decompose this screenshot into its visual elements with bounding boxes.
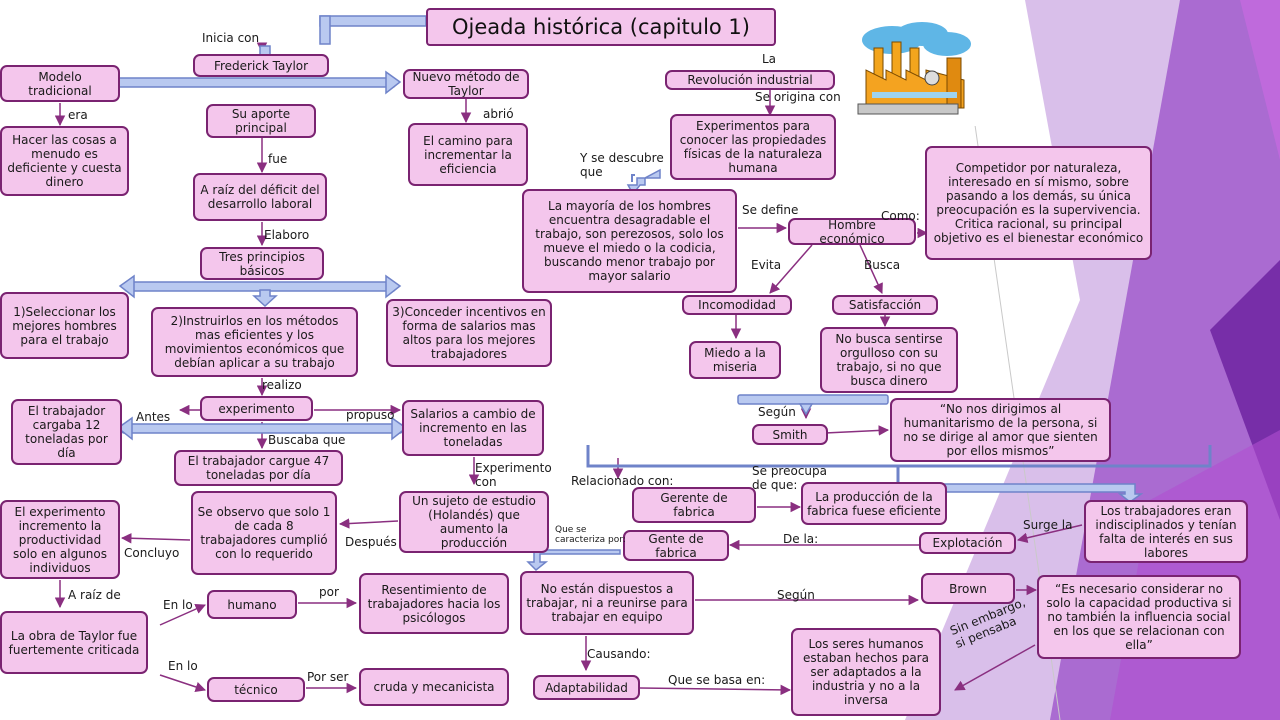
node-se-observo[interactable]: Se observo que solo 1 de cada 8 trabajad… (191, 491, 337, 575)
node-a-raiz-deficit[interactable]: A raíz del déficit del desarrollo labora… (193, 173, 327, 221)
label-elaboro: Elaboro (264, 228, 310, 242)
page-title: Ojeada histórica (capitulo 1) (426, 8, 776, 46)
node-el-camino[interactable]: El camino para incrementar la eficiencia (408, 123, 528, 186)
node-sujeto-estudio[interactable]: Un sujeto de estudio (Holandés) que aume… (399, 491, 549, 553)
node-salarios-cambio[interactable]: Salarios a cambio de incremento en las t… (402, 400, 544, 456)
node-satisfaccion[interactable]: Satisfacción (832, 295, 938, 315)
node-trabajador-47[interactable]: El trabajador cargue 47 toneladas por dí… (174, 450, 343, 486)
node-seres-humanos[interactable]: Los seres humanos estaban hechos para se… (791, 628, 941, 716)
node-obra-taylor[interactable]: La obra de Taylor fue fuertemente critic… (0, 611, 148, 674)
label-segun-smith: Según (758, 405, 796, 419)
label-despues: Después (345, 535, 397, 549)
label-que-se-basa: Que se basa en: (668, 673, 766, 687)
node-produccion-fabrica[interactable]: La producción de la fabrica fuese eficie… (801, 482, 947, 525)
node-revolucion-industrial[interactable]: Revolución industrial (665, 70, 835, 90)
node-instruirlos[interactable]: 2)Instruirlos en los métodos mas eficien… (151, 307, 358, 377)
label-en-lo-1: En lo (163, 598, 193, 612)
node-cruda[interactable]: cruda y mecanicista (359, 668, 509, 706)
label-concluyo: Concluyo (124, 546, 180, 560)
label-segun-brown: Según (777, 588, 815, 602)
node-trabajador-12[interactable]: El trabajador cargaba 12 toneladas por d… (11, 399, 122, 465)
label-evita: Evita (751, 258, 782, 272)
node-humano[interactable]: humano (207, 590, 297, 619)
node-nuevo-metodo[interactable]: Nuevo método de Taylor (403, 69, 529, 99)
node-tres-principios[interactable]: Tres principios básicos (200, 247, 324, 280)
label-buscaba-que: Buscaba que (268, 433, 346, 447)
label-abrio: abrió (483, 107, 514, 121)
label-se-origina-con: Se origina con (755, 90, 841, 104)
label-antes: Antes (136, 410, 171, 424)
node-smith[interactable]: Smith (752, 424, 828, 445)
node-mayoria-hombres[interactable]: La mayoría de los hombres encuentra desa… (522, 189, 737, 293)
node-miedo-miseria[interactable]: Miedo a la miseria (689, 341, 781, 379)
node-trabajadores-indisciplinados[interactable]: Los trabajadores eran indisciplinados y … (1084, 500, 1248, 563)
node-gente-fabrica[interactable]: Gente de fabrica (623, 530, 729, 561)
label-en-lo-2: En lo (168, 659, 198, 673)
label-se-preocupa: Se preocupa de que: (752, 464, 827, 492)
label-como: Como: (881, 209, 920, 223)
node-experimento-incremento[interactable]: El experimento incremento la productivid… (0, 500, 120, 579)
label-inicia-con: Inicia con (202, 31, 260, 45)
label-por: por (319, 585, 339, 599)
node-hacer-cosas[interactable]: Hacer las cosas a menudo es deficiente y… (0, 126, 129, 196)
node-adaptabilidad[interactable]: Adaptabilidad (533, 675, 640, 700)
label-realizo: realizo (262, 378, 302, 392)
factory-clipart (852, 18, 980, 126)
label-relacionado-con: Relacionado con: (571, 474, 674, 488)
label-de-la: De la: (783, 532, 819, 546)
node-gerente-fabrica[interactable]: Gerente de fabrica (632, 487, 756, 523)
node-explotacion[interactable]: Explotación (919, 532, 1016, 554)
node-incomodidad[interactable]: Incomodidad (682, 295, 792, 315)
label-y-se-descubre: Y se descubre que (580, 151, 664, 179)
label-causando: Causando: (587, 647, 651, 661)
node-su-aporte[interactable]: Su aporte principal (206, 104, 316, 138)
node-experimentos-conocer[interactable]: Experimentos para conocer las propiedade… (670, 114, 836, 180)
node-no-busca[interactable]: No busca sentirse orgulloso con su traba… (820, 327, 958, 393)
node-conceder[interactable]: 3)Conceder incentivos en forma de salari… (386, 299, 552, 367)
label-experimento-con: Experimento con (475, 461, 552, 489)
node-seleccionar[interactable]: 1)Seleccionar los mejores hombres para e… (0, 292, 129, 359)
label-busca: Busca (864, 258, 901, 272)
node-resentimiento[interactable]: Resentimiento de trabajadores hacia los … (359, 573, 509, 634)
label-era: era (68, 108, 88, 122)
node-no-nos-dirigimos[interactable]: “No nos dirigimos al humanitarismo de la… (890, 398, 1111, 462)
node-experimento[interactable]: experimento (200, 396, 313, 421)
label-fue: fue (268, 152, 288, 166)
label-que-se-caracteriza: Que se caracteriza por: (555, 525, 626, 545)
node-hombre-economico[interactable]: Hombre económico (788, 218, 916, 245)
node-competidor[interactable]: Competidor por naturaleza, interesado en… (925, 146, 1152, 260)
label-surge-la: Surge la (1023, 518, 1073, 532)
node-tecnico[interactable]: técnico (207, 677, 305, 702)
label-propuso: propuso (346, 408, 395, 422)
label-por-ser: Por ser (307, 670, 349, 684)
node-brown[interactable]: Brown (921, 573, 1015, 604)
label-la: La (762, 52, 777, 66)
label-se-define: Se define (742, 203, 799, 217)
node-no-dispuestos[interactable]: No están dispuestos a trabajar, ni a reu… (520, 571, 694, 635)
node-es-necesario[interactable]: “Es necesario considerar no solo la capa… (1037, 575, 1241, 659)
label-a-raiz-de: A raíz de (68, 588, 121, 602)
node-modelo-tradicional[interactable]: Modelo tradicional (0, 65, 120, 102)
node-frederick-taylor[interactable]: Frederick Taylor (193, 54, 329, 77)
